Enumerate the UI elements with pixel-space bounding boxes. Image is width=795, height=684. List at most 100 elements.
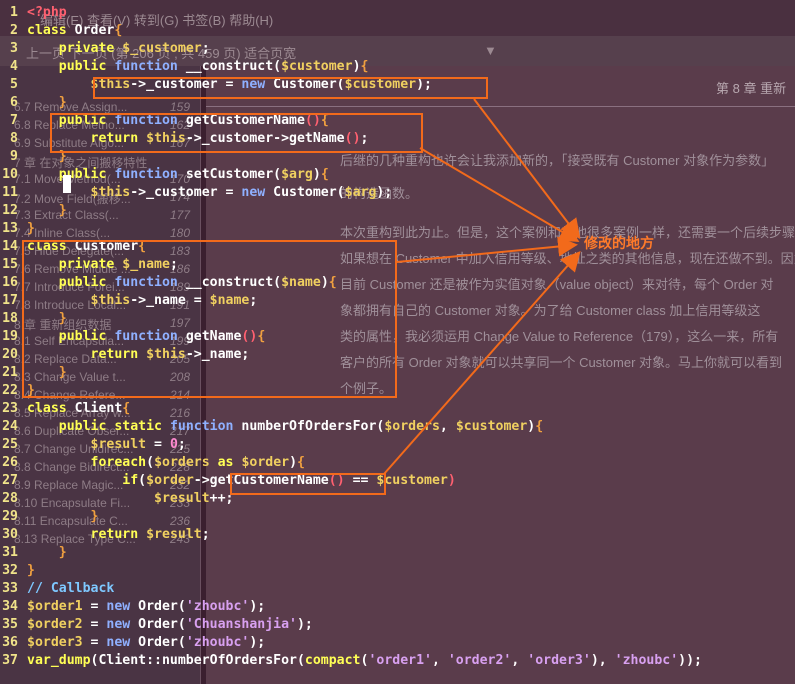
- code-line[interactable]: 31 }: [0, 544, 795, 562]
- sidebar-bookmark-item[interactable]: 8.5 Replace Array w...: [14, 406, 131, 420]
- code-line[interactable]: 32}: [0, 562, 795, 580]
- sidebar-bookmark-item[interactable]: 8.4 Change Refere...: [14, 388, 126, 402]
- sidebar-bookmark-page: 177: [170, 208, 191, 222]
- code-line[interactable]: 37 var_dump(Client::numberOfOrdersFor(com…: [0, 652, 795, 670]
- code-line[interactable]: 21 }: [0, 364, 795, 382]
- code-line[interactable]: 3 private $_customer;: [0, 40, 795, 58]
- sidebar-bookmark-item[interactable]: 8.6 Duplicate Obser...: [14, 424, 130, 438]
- zoom-dropdown-chevron-icon[interactable]: ▼: [484, 43, 497, 58]
- arrow-from-constructor: [473, 98, 581, 240]
- code-line[interactable]: 6 }: [0, 94, 795, 112]
- code-text: $this->_name = $name;: [90, 293, 258, 308]
- line-number: 20: [2, 347, 18, 362]
- sidebar-bookmark-item[interactable]: 8.7 Change Unidirec...: [14, 442, 134, 456]
- code-text: }: [58, 365, 67, 380]
- code-line[interactable]: 22}: [0, 382, 795, 400]
- code-text: }: [58, 95, 67, 110]
- sidebar-bookmark-page: 217: [170, 424, 191, 438]
- line-number: 31: [2, 545, 18, 560]
- code-text: public function __construct($name){: [58, 275, 337, 290]
- sidebar-bookmark-item[interactable]: 8.9 Replace Magic...: [14, 478, 124, 492]
- sidebar-bookmark-item[interactable]: 8.3 Change Value t...: [14, 370, 126, 384]
- sidebar-bookmark-item[interactable]: 7.6 Remove Middle ...: [14, 262, 131, 276]
- code-line[interactable]: 12 }: [0, 202, 795, 220]
- code-line[interactable]: 20 return $this->_name;: [0, 346, 795, 364]
- sidebar-bookmark-item[interactable]: 8.2 Replace Data...: [14, 352, 117, 366]
- line-number: 17: [2, 293, 18, 308]
- code-line[interactable]: 27 if($order->getCustomerName() == $cust…: [0, 472, 795, 490]
- code-text: class Client{: [27, 401, 131, 416]
- code-line[interactable]: 17 $this->_name = $name;: [0, 292, 795, 310]
- line-number: 1: [10, 5, 18, 20]
- code-text: $order2 = new Order('Chuanshanjia');: [27, 617, 313, 632]
- code-line[interactable]: 24 public static function numberOfOrders…: [0, 418, 795, 436]
- code-line[interactable]: 26 foreach($orders as $order){: [0, 454, 795, 472]
- code-line[interactable]: 29 }: [0, 508, 795, 526]
- sidebar-bookmark-page: 216: [170, 406, 191, 420]
- line-number: 7: [10, 113, 18, 128]
- line-number: 37: [2, 653, 18, 668]
- sidebar-bookmark-item[interactable]: 6.8 Replace Metho...: [14, 118, 125, 132]
- code-line[interactable]: 18 }: [0, 310, 795, 328]
- code-line[interactable]: 35$order2 = new Order('Chuanshanjia');: [0, 616, 795, 634]
- code-line[interactable]: 19 public function getName(){: [0, 328, 795, 346]
- viewer-menu-text[interactable]: 编辑(E) 查看(V) 转到(G) 书签(B) 帮助(H): [40, 13, 274, 28]
- code-line[interactable]: 8 return $this->_customer->getName();: [0, 130, 795, 148]
- page-text-line: 个例子。: [340, 381, 393, 396]
- sidebar-bookmark-item[interactable]: 7.3 Extract Class(...: [14, 208, 119, 222]
- sidebar-bookmark-item[interactable]: 7.7 Introduce Forei...: [14, 280, 125, 294]
- sidebar-bookmark-item[interactable]: 7.5 Hide Delegate(...: [14, 244, 125, 258]
- code-text: return $result;: [90, 527, 210, 542]
- code-text: public function getCustomerName(){: [58, 113, 329, 128]
- highlight-box-get-customer-name: [50, 113, 423, 153]
- sidebar-bookmark-item[interactable]: 6.7 Remove Assign...: [14, 100, 128, 114]
- viewer-toolbar-text[interactable]: 上一页 下一页 (第 206 页 , 共 459 页) 适合页宽: [26, 46, 297, 61]
- sidebar-bookmark-item[interactable]: 8.8 Change Bidirect...: [14, 460, 130, 474]
- sidebar-bookmark-item[interactable]: 8.13 Replace Type C...: [14, 532, 136, 546]
- sidebar-bookmark-item[interactable]: 8.10 Encapsulate Fi...: [14, 496, 131, 510]
- line-number: 22: [2, 383, 18, 398]
- bookmark-sidebar: [0, 66, 201, 684]
- text-cursor: [63, 175, 71, 193]
- code-line[interactable]: 5 $this->_customer = new Customer($custo…: [0, 76, 795, 94]
- sidebar-bookmark-page: 205: [170, 352, 191, 366]
- sidebar-bookmark-item[interactable]: 8.1 Self Encapsula...: [14, 334, 125, 348]
- code-text: $order3 = new Order('zhoubc');: [27, 635, 266, 650]
- sidebar-bookmark-item[interactable]: 7 章 在对象之间搬移特性: [14, 156, 148, 170]
- line-number: 29: [2, 509, 18, 524]
- code-line[interactable]: 25 $result = 0;: [0, 436, 795, 454]
- code-text: $this->_customer = new Customer($arg);: [90, 185, 393, 200]
- sidebar-bookmark-item[interactable]: 7.4 Inline Class(...: [14, 226, 111, 240]
- code-text: private $_name;: [58, 257, 178, 272]
- code-line[interactable]: 16 public function __construct($name){: [0, 274, 795, 292]
- code-line[interactable]: 9 }: [0, 148, 795, 166]
- sidebar-bookmark-item[interactable]: 8.11 Encapsulate C...: [14, 514, 128, 528]
- sidebar-bookmark-item[interactable]: 7.8 Introduce Local...: [14, 298, 127, 312]
- code-line[interactable]: 4 public function __construct($customer)…: [0, 58, 795, 76]
- code-line[interactable]: 13}: [0, 220, 795, 238]
- code-line[interactable]: 7 public function getCustomerName(){: [0, 112, 795, 130]
- code-line[interactable]: 28 $result++;: [0, 490, 795, 508]
- arrow-from-get-customer-name: [419, 147, 580, 243]
- code-line[interactable]: 11 $this->_customer = new Customer($arg)…: [0, 184, 795, 202]
- code-text: }: [58, 311, 67, 326]
- chapter-header: 第 8 章 重新: [716, 81, 787, 96]
- code-line[interactable]: 33// Callback: [0, 580, 795, 598]
- page-text-line: 目前 Customer 还是被作为实值对象（value object）来对待，每…: [340, 277, 774, 292]
- code-line[interactable]: 30 return $result;: [0, 526, 795, 544]
- code-line[interactable]: 36$order3 = new Order('zhoubc');: [0, 634, 795, 652]
- sidebar-bookmark-item[interactable]: 6.9 Substitute Algo...: [14, 136, 125, 150]
- line-number: 16: [2, 275, 18, 290]
- sidebar-bookmark-item[interactable]: 7.2 Move Field(搬移...: [14, 192, 131, 206]
- code-text: var_dump(Client::numberOfOrdersFor(compa…: [27, 653, 702, 668]
- page-text-line: 象都拥有自己的 Customer 对象。为了给 Customer class 加…: [340, 303, 761, 318]
- code-line[interactable]: 1<?php: [0, 4, 795, 22]
- code-line[interactable]: 15 private $_name;: [0, 256, 795, 274]
- code-line[interactable]: 34$order1 = new Order('zhoubc');: [0, 598, 795, 616]
- code-text: public function getName(){: [58, 329, 266, 344]
- sidebar-bookmark-item[interactable]: 8 章 重新组织数据: [14, 318, 112, 332]
